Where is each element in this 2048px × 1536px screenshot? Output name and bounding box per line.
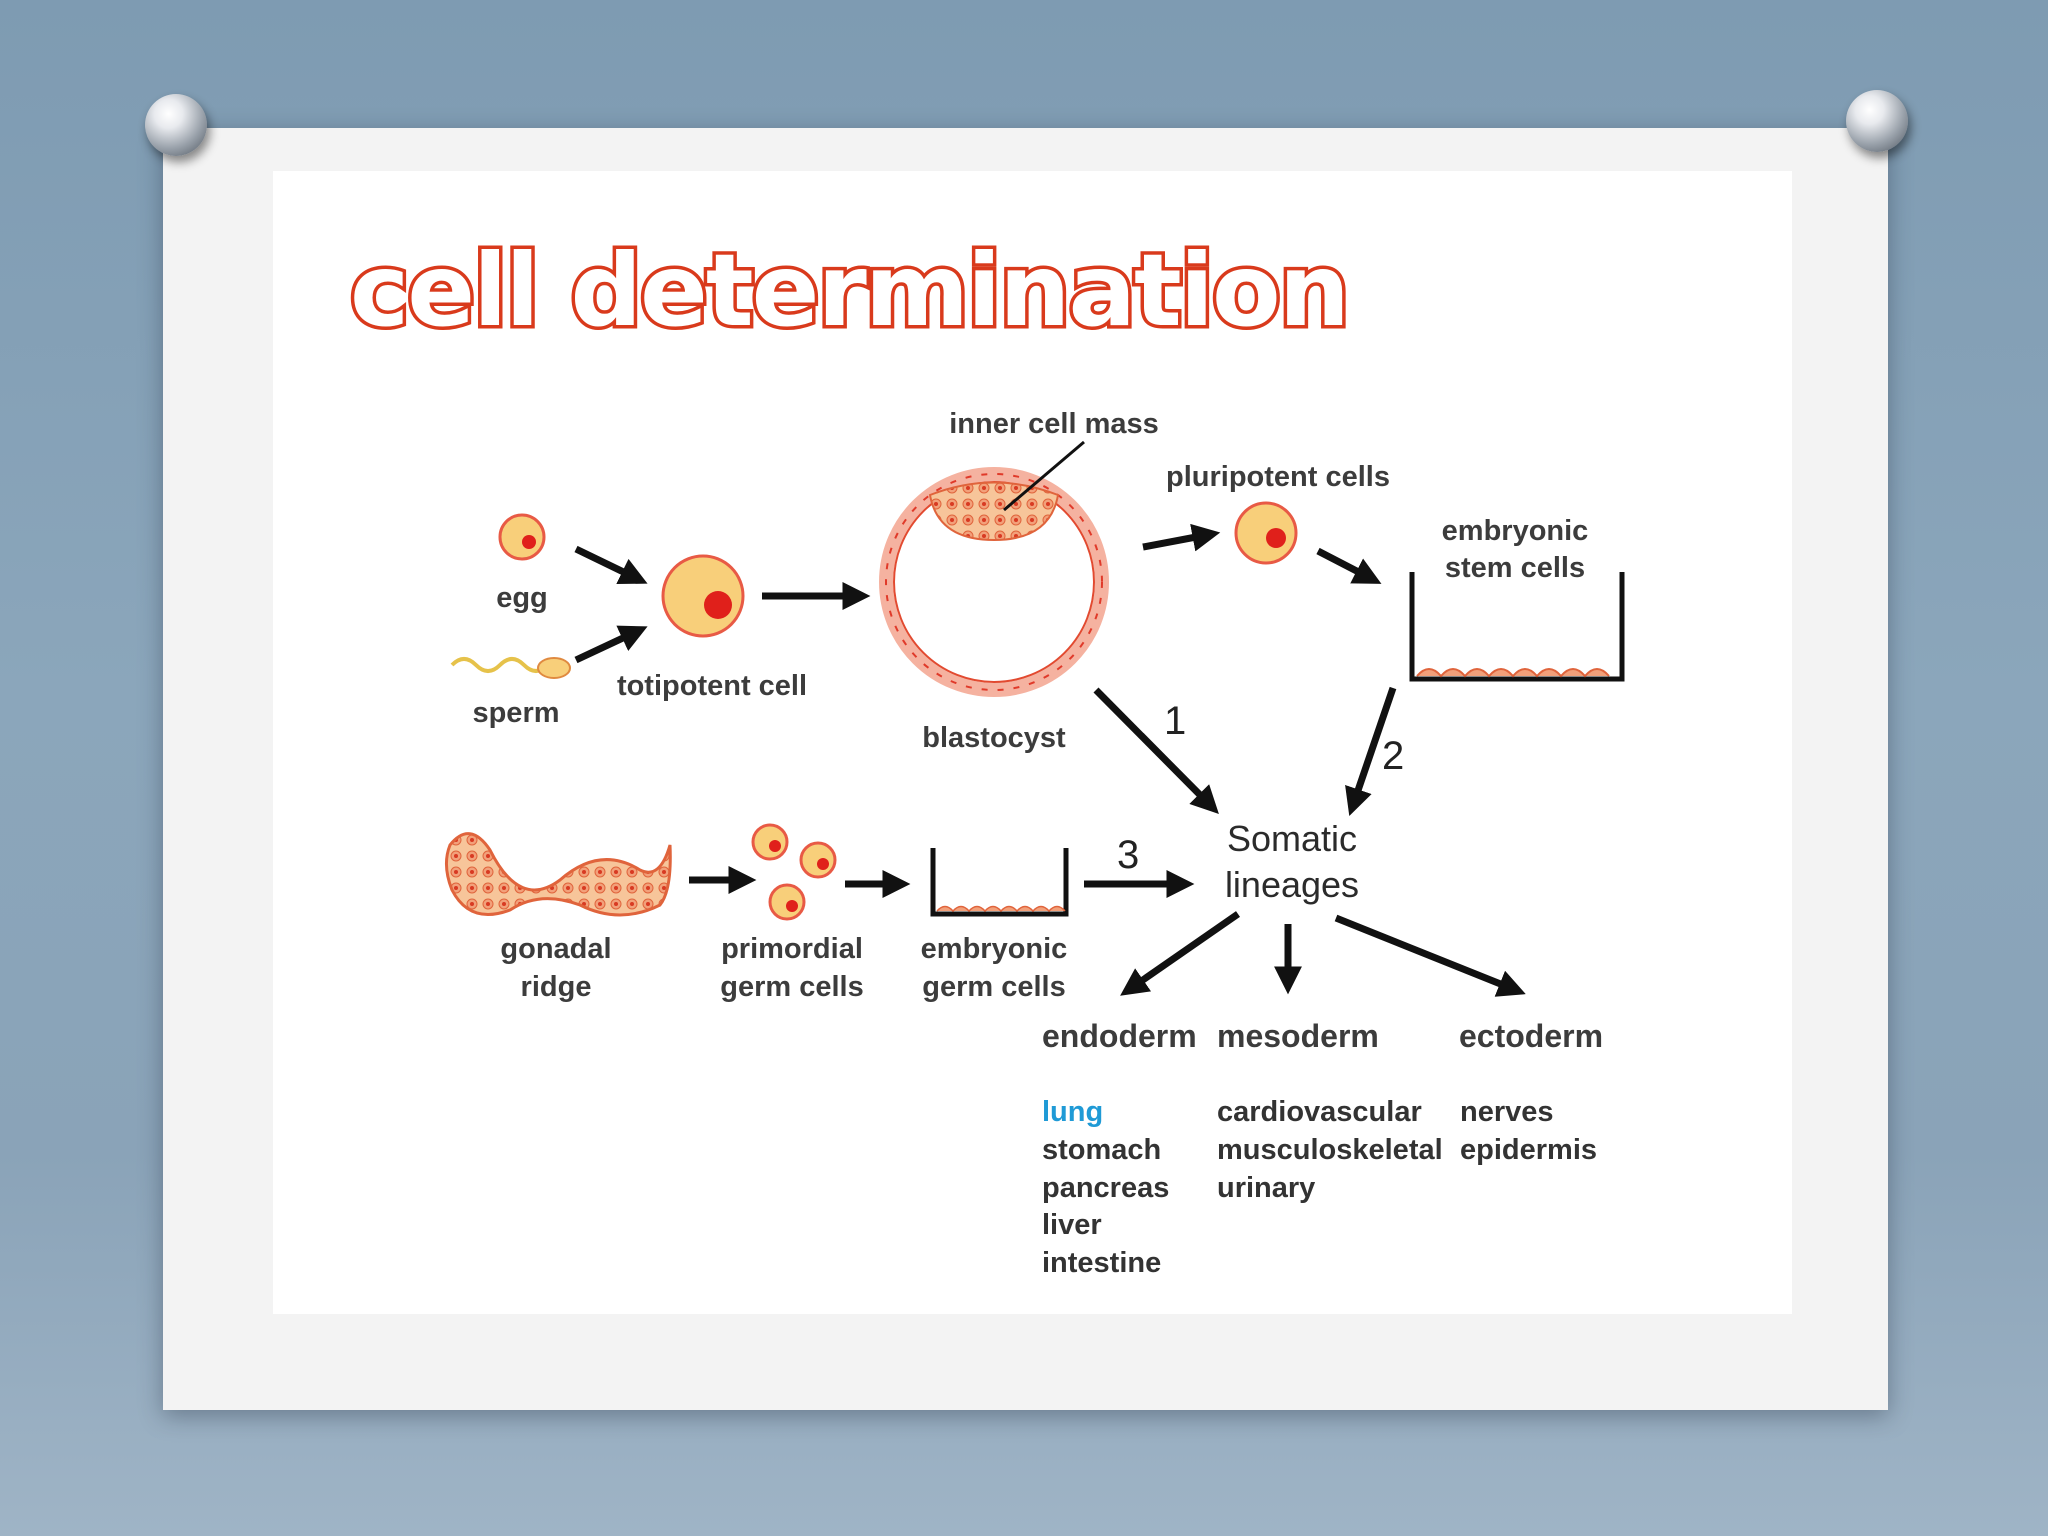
tissue-item: epidermis — [1460, 1134, 1597, 1166]
inner-cell-mass-label: inner cell mass — [949, 408, 1159, 440]
tissue-item: cardiovascular — [1217, 1096, 1422, 1128]
embryonic-stem-cells-dish — [1409, 572, 1625, 682]
tissue-item: stomach — [1042, 1134, 1161, 1166]
blastocyst — [879, 467, 1109, 697]
tissue-item: urinary — [1217, 1172, 1315, 1204]
primordial-germ-cells — [751, 823, 837, 921]
arrow-egg-to-totipotent — [574, 545, 648, 585]
path-1-number: 1 — [1164, 699, 1186, 743]
tissue-item: lung — [1042, 1096, 1103, 1128]
blastocyst-label: blastocyst — [922, 722, 1066, 754]
totipotent-label: totipotent cell — [617, 670, 807, 702]
pluripotent-cell — [1234, 501, 1298, 565]
esc-label-line1: embryonic — [1442, 515, 1589, 547]
somatic-label-line2: lineages — [1225, 864, 1359, 905]
arrow-pluripotent-to-esc — [1316, 547, 1382, 584]
arrow-path-2 — [1345, 686, 1397, 816]
egg-cell — [498, 513, 546, 561]
sperm-label: sperm — [472, 697, 559, 729]
germ-layer-endoderm: endoderm — [1042, 1018, 1197, 1054]
tissue-item: intestine — [1042, 1247, 1161, 1279]
pushpin-icon — [145, 94, 207, 156]
sperm-cell — [450, 657, 571, 679]
tissue-item: pancreas — [1042, 1172, 1169, 1204]
egg-label: egg — [496, 582, 548, 614]
tissue-item: nerves — [1460, 1096, 1554, 1128]
pushpin-icon — [1846, 90, 1908, 152]
gonadal-ridge — [445, 832, 672, 917]
arrow-path-1 — [1093, 687, 1219, 814]
pgc-label-line2: germ cells — [720, 971, 863, 1003]
arrow-to-ectoderm — [1334, 914, 1526, 997]
tissue-item: musculoskeletal — [1217, 1134, 1443, 1166]
arrow-to-endoderm — [1120, 911, 1240, 996]
diagram-title: cell determination — [350, 232, 1348, 349]
gonadal-label-line2: ridge — [521, 971, 592, 1003]
pluripotent-label: pluripotent cells — [1166, 461, 1390, 493]
egc-label-line1: embryonic — [921, 933, 1068, 965]
somatic-label-line1: Somatic — [1227, 818, 1357, 859]
arrow-sperm-to-totipotent — [574, 625, 648, 664]
path-3-number: 3 — [1117, 833, 1139, 877]
totipotent-cell — [661, 554, 745, 638]
esc-label-line2: stem cells — [1445, 552, 1585, 584]
germ-layer-ectoderm: ectoderm — [1459, 1018, 1603, 1054]
tissue-item: liver — [1042, 1209, 1102, 1241]
pgc-label-line1: primordial — [721, 933, 863, 965]
egc-label-line2: germ cells — [922, 971, 1065, 1003]
arrow-blastocyst-to-pluripotent — [1142, 523, 1221, 552]
embryonic-germ-cells-dish — [930, 848, 1069, 917]
germ-layer-mesoderm: mesoderm — [1217, 1018, 1379, 1054]
inner-cell-mass-pointer — [1003, 440, 1085, 512]
diagram-panel — [273, 171, 1792, 1314]
path-2-number: 2 — [1382, 734, 1404, 778]
gonadal-label-line1: gonadal — [500, 933, 611, 965]
